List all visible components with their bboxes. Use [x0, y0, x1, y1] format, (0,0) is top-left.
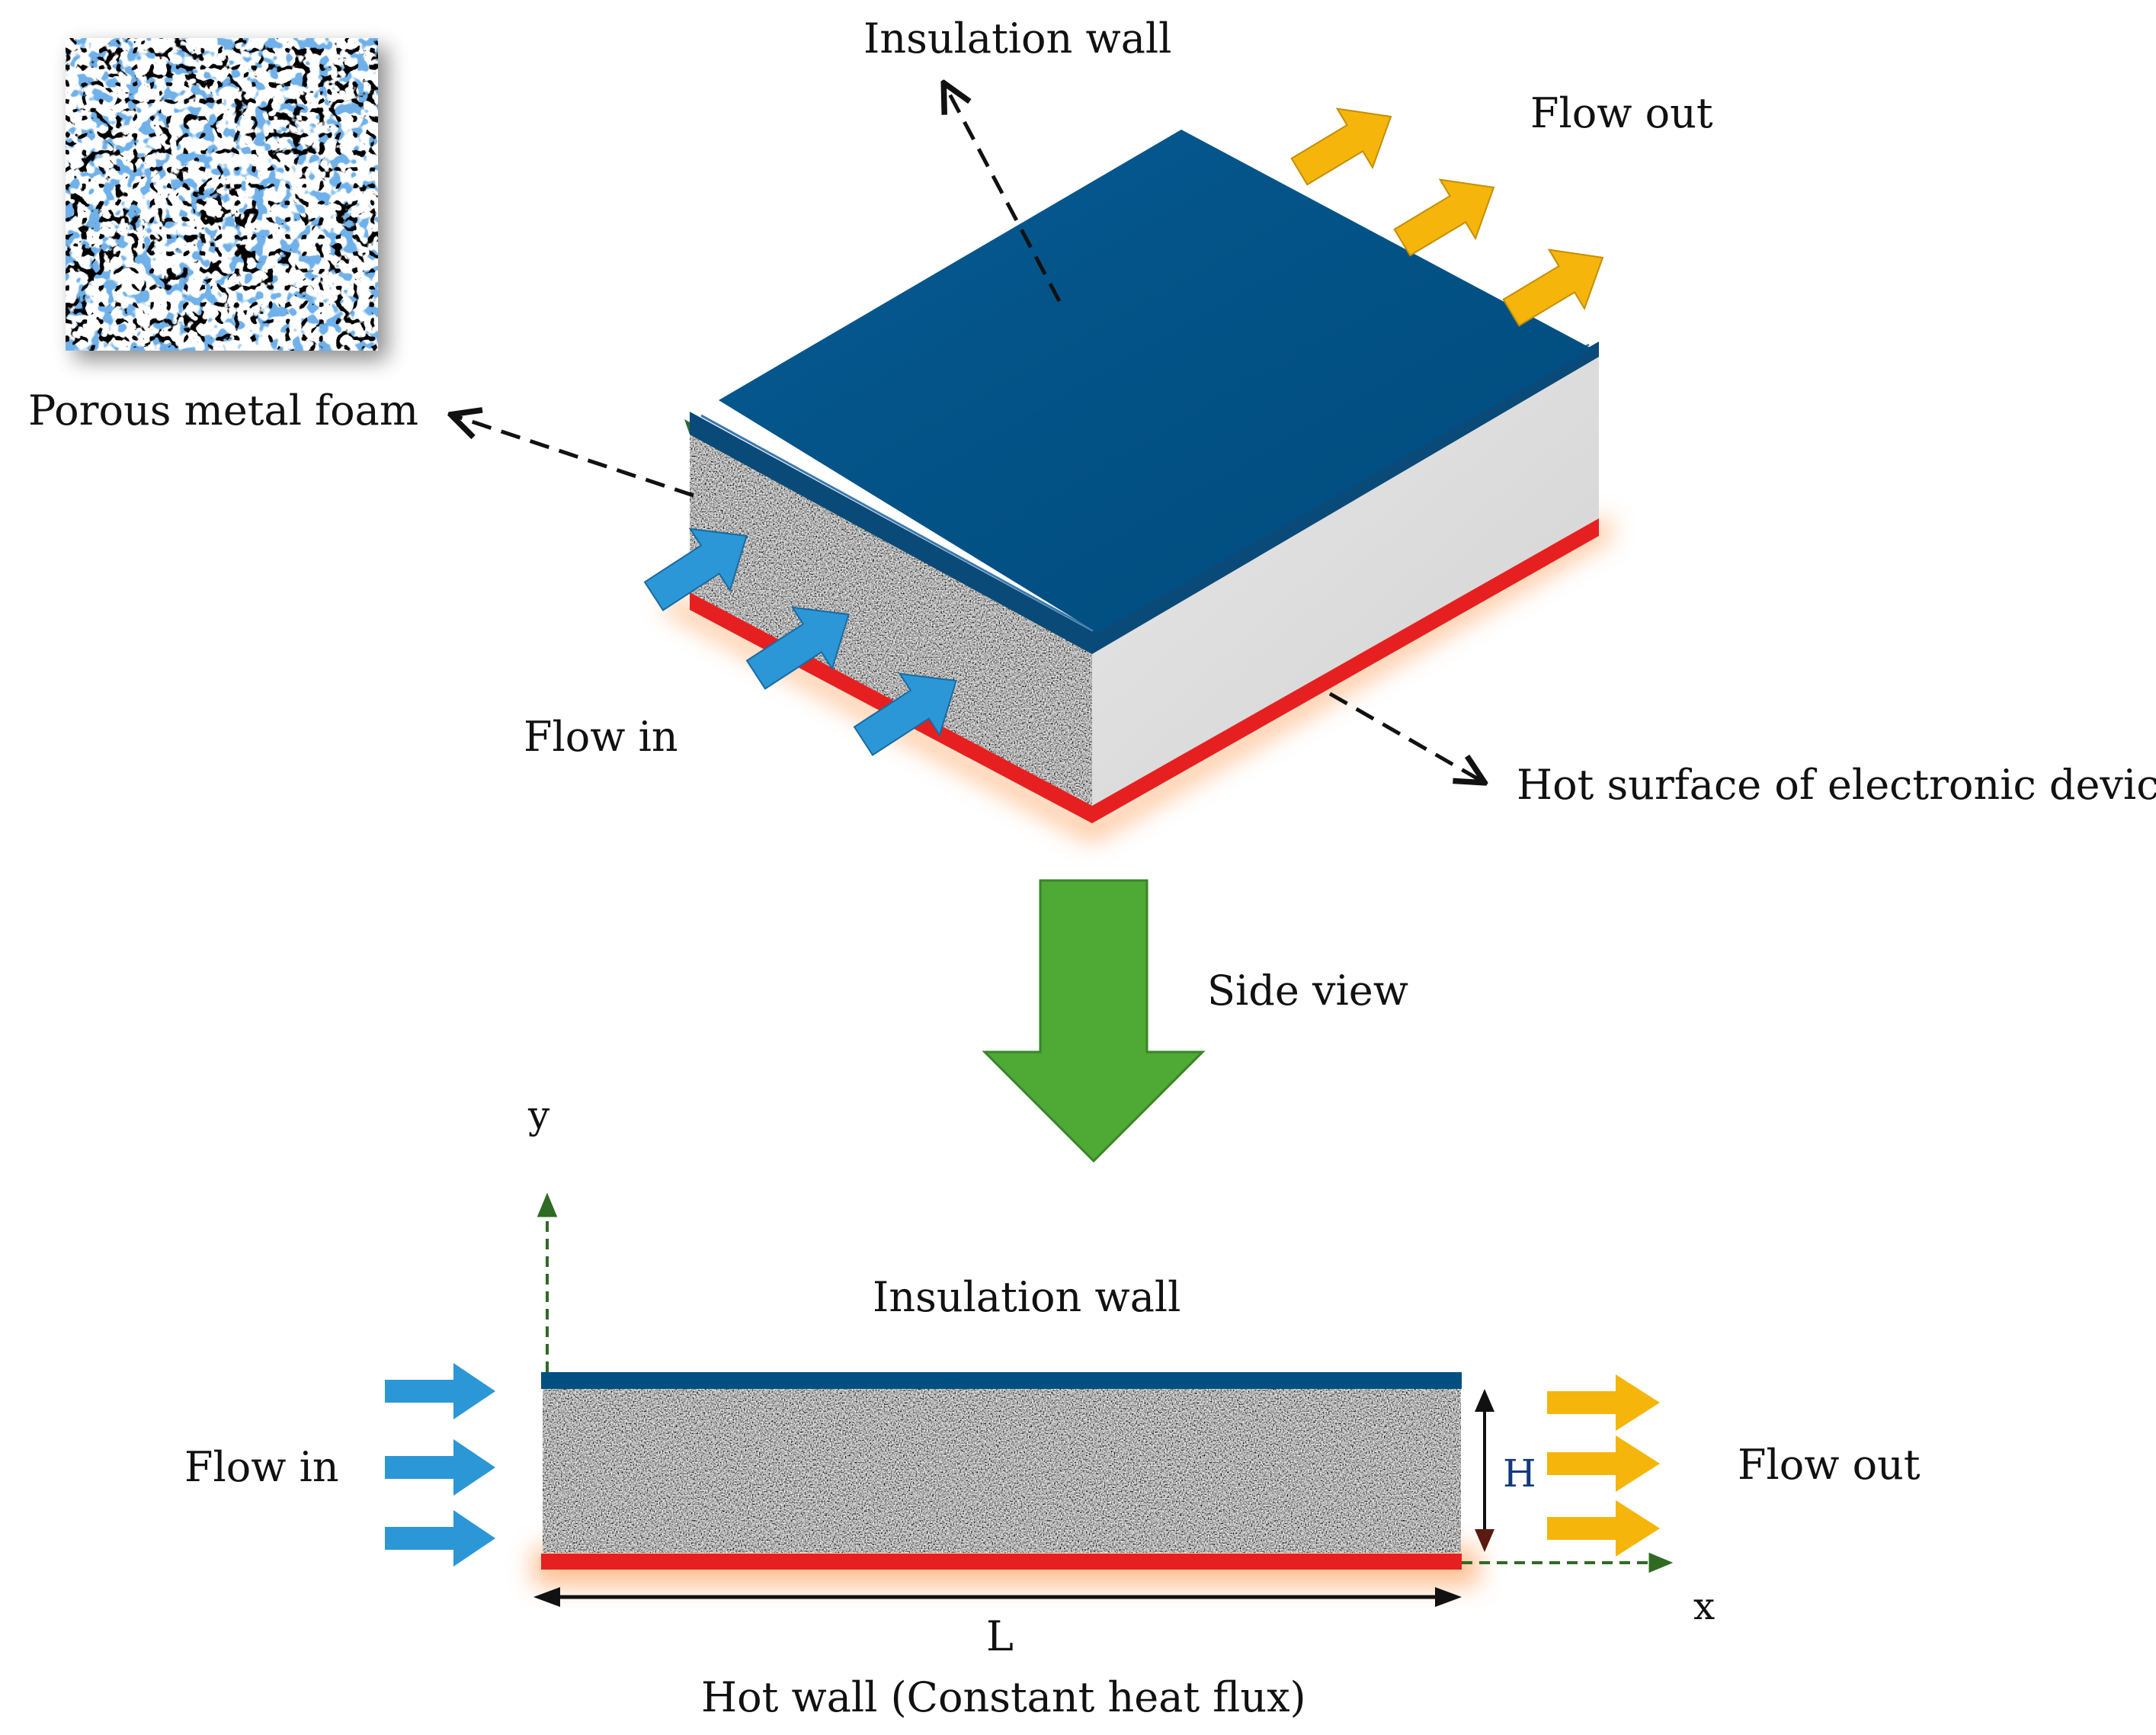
heat-sink-block-3d — [663, 130, 1612, 842]
label-flow-in-side: Flow in — [184, 1443, 339, 1491]
leader-lines — [453, 85, 1482, 781]
side-wall — [1092, 357, 1599, 806]
dimension-arrows — [533, 1389, 1494, 1607]
label-side-view: Side view — [1207, 967, 1408, 1015]
hot-wall-bar — [541, 1554, 1462, 1570]
label-porous-metal-foam: Porous metal foam — [28, 386, 419, 435]
side-view-2d — [533, 1372, 1478, 1586]
flow-in-arrows-side — [385, 1363, 495, 1567]
label-flow-out-top: Flow out — [1530, 89, 1713, 137]
flow-out-arrows-3d — [1290, 107, 1604, 327]
coordinate-axes — [537, 1192, 1674, 1573]
side-view-arrow — [982, 879, 1206, 1163]
label-dim-l: L — [986, 1612, 1014, 1660]
label-dim-h: H — [1503, 1451, 1536, 1496]
label-flow-out-side: Flow out — [1738, 1441, 1921, 1489]
label-flow-in-top: Flow in — [524, 713, 678, 761]
insulation-wall-bar — [541, 1372, 1462, 1389]
flow-out-arrows-side — [1547, 1374, 1660, 1557]
insulation-top — [719, 130, 1593, 633]
label-axis-x: x — [1693, 1584, 1716, 1628]
foam-sample-image — [66, 38, 387, 360]
label-hot-wall: Hot wall (Constant heat flux) — [701, 1673, 1306, 1721]
hot-surface-strip-side — [1092, 518, 1599, 823]
label-hot-surface: Hot surface of electronic device — [1517, 761, 2156, 809]
label-axis-y: y — [528, 1093, 550, 1137]
label-insulation-wall-side: Insulation wall — [873, 1273, 1181, 1321]
flow-in-arrows-3d — [643, 528, 957, 756]
label-insulation-wall-top: Insulation wall — [863, 14, 1172, 63]
